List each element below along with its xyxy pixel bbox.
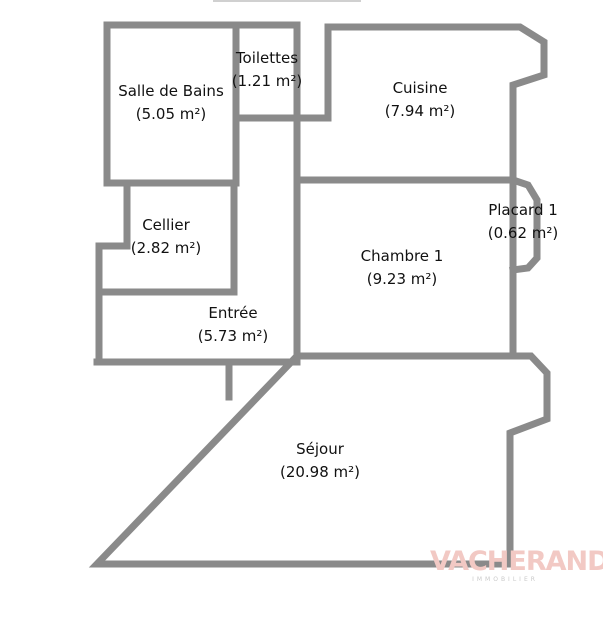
room-name: Toilettes bbox=[235, 49, 299, 67]
room-label-toilettes: Toilettes (1.21 m²) bbox=[224, 47, 310, 93]
watermark-subtitle: IMMOBILIER bbox=[472, 576, 538, 583]
wall-placard bbox=[508, 175, 541, 274]
walls bbox=[88, 21, 551, 568]
room-area: (0.62 m²) bbox=[487, 224, 559, 242]
agency-watermark-logo: VACHERAND IMMOBILIER bbox=[430, 546, 603, 584]
room-label-chambre-1: Chambre 1 (9.23 m²) bbox=[342, 245, 462, 291]
room-area: (9.23 m²) bbox=[366, 270, 438, 288]
watermark-name: VACHERAND bbox=[430, 546, 603, 577]
room-name: Cuisine bbox=[392, 79, 448, 97]
room-name: Placard 1 bbox=[488, 201, 558, 219]
room-area: (1.21 m²) bbox=[231, 72, 303, 90]
room-area: (5.73 m²) bbox=[197, 327, 269, 345]
room-area: (20.98 m²) bbox=[279, 463, 361, 481]
wall-toilettes bbox=[232, 21, 332, 182]
room-label-cuisine: Cuisine (7.94 m²) bbox=[360, 77, 480, 123]
room-label-cellier: Cellier (2.82 m²) bbox=[111, 214, 221, 260]
room-name: Entrée bbox=[208, 304, 258, 322]
room-name: Chambre 1 bbox=[360, 247, 444, 265]
room-label-entree: Entrée (5.73 m²) bbox=[178, 302, 288, 348]
wall-chambre bbox=[293, 176, 517, 360]
room-area: (2.82 m²) bbox=[130, 239, 202, 257]
wall-sejour bbox=[88, 352, 551, 568]
top-edge-fragment bbox=[213, 0, 361, 2]
room-area: (7.94 m²) bbox=[384, 102, 456, 120]
room-name: Salle de Bains bbox=[118, 82, 224, 100]
room-label-placard-1: Placard 1 (0.62 m²) bbox=[478, 199, 568, 245]
room-label-sejour: Séjour (20.98 m²) bbox=[260, 438, 380, 484]
wall-cuisine bbox=[293, 23, 548, 184]
room-name: Séjour bbox=[296, 440, 344, 458]
wall-cellier bbox=[95, 179, 238, 296]
room-name: Cellier bbox=[142, 216, 190, 234]
room-label-salle-de-bains: Salle de Bains (5.05 m²) bbox=[111, 80, 231, 126]
room-area: (5.05 m²) bbox=[135, 105, 207, 123]
